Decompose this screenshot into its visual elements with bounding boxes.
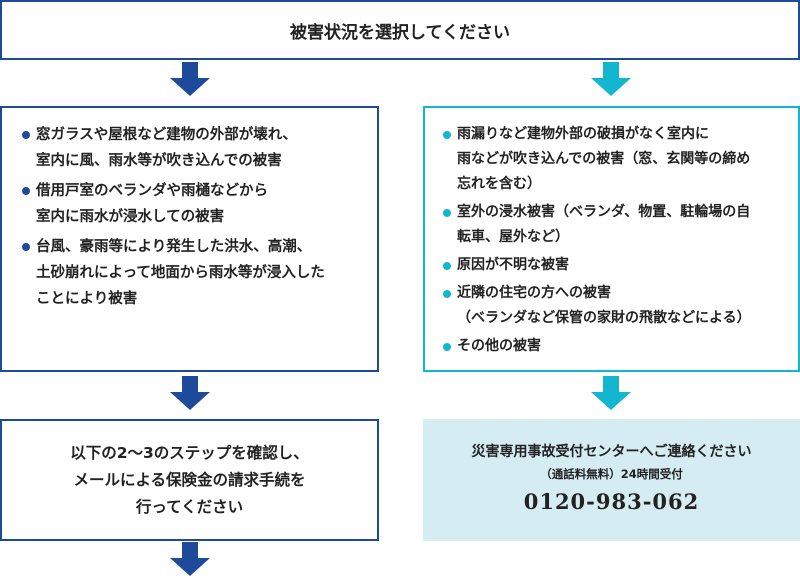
list-item: 台風、豪雨等により発生した洪水、高潮、 土砂崩れによって地面から雨水等が浸入した… <box>22 234 377 312</box>
list-item: 近隣の住宅の方への被害 （ベランダなど保管の家財の飛散などによる） <box>443 281 798 331</box>
list-item: 室外の浸水被害（ベランダ、物置、駐輪場の自 転車、屋外など） <box>443 200 798 250</box>
left-damage-panel: 窓ガラスや屋根など建物の外部が壊れ、 室内に風、雨水等が吹き込んでの被害 借用戸… <box>0 106 379 372</box>
list-item: 原因が不明な被害 <box>443 253 798 278</box>
arrow-down-icon <box>170 542 210 576</box>
list-item: その他の被害 <box>443 334 798 359</box>
email-claim-box: 以下の2〜3のステップを確認し、 メールによる保険金の請求手続を 行ってください <box>0 419 379 541</box>
arrow-down-icon <box>591 376 631 410</box>
header-title-box: 被害状況を選択してください <box>0 0 800 60</box>
bullet-icon <box>443 343 451 351</box>
arrow-down-icon <box>170 376 210 410</box>
bullet-icon <box>22 243 30 251</box>
arrow-down-icon <box>170 62 210 96</box>
right-damage-panel: 雨漏りなど建物外部の破損がなく室内に 雨などが吹き込んでの被害（窓、玄関等の締め… <box>423 106 800 372</box>
claim-text-line: メールによる保険金の請求手続を <box>73 470 306 489</box>
arrow-down-icon <box>591 62 631 96</box>
list-item: 雨漏りなど建物外部の破損がなく室内に 雨などが吹き込んでの被害（窓、玄関等の締め… <box>443 122 798 197</box>
bullet-icon <box>443 290 451 298</box>
bullet-icon <box>443 209 451 217</box>
list-item: 借用戸室のベランダや雨樋などから 室内に雨水が浸水しての被害 <box>22 178 377 230</box>
list-item: 窓ガラスや屋根など建物の外部が壊れ、 室内に風、雨水等が吹き込んでの被害 <box>22 122 377 174</box>
contact-center-box: 災害専用事故受付センターへご連絡ください （通話料無料）24時間受付 0120-… <box>423 419 800 541</box>
bullet-icon <box>22 187 30 195</box>
header-title: 被害状況を選択してください <box>290 22 510 43</box>
claim-text-line: 以下の2〜3のステップを確認し、 <box>70 443 309 462</box>
phone-number[interactable]: 0120-983-062 <box>523 489 700 514</box>
bullet-icon <box>22 131 30 139</box>
bullet-icon <box>443 131 451 139</box>
contact-note: （通話料無料）24時間受付 <box>540 467 683 481</box>
contact-title: 災害専用事故受付センターへご連絡ください <box>471 444 752 460</box>
claim-text-line: 行ってください <box>135 497 244 516</box>
bullet-icon <box>443 262 451 270</box>
